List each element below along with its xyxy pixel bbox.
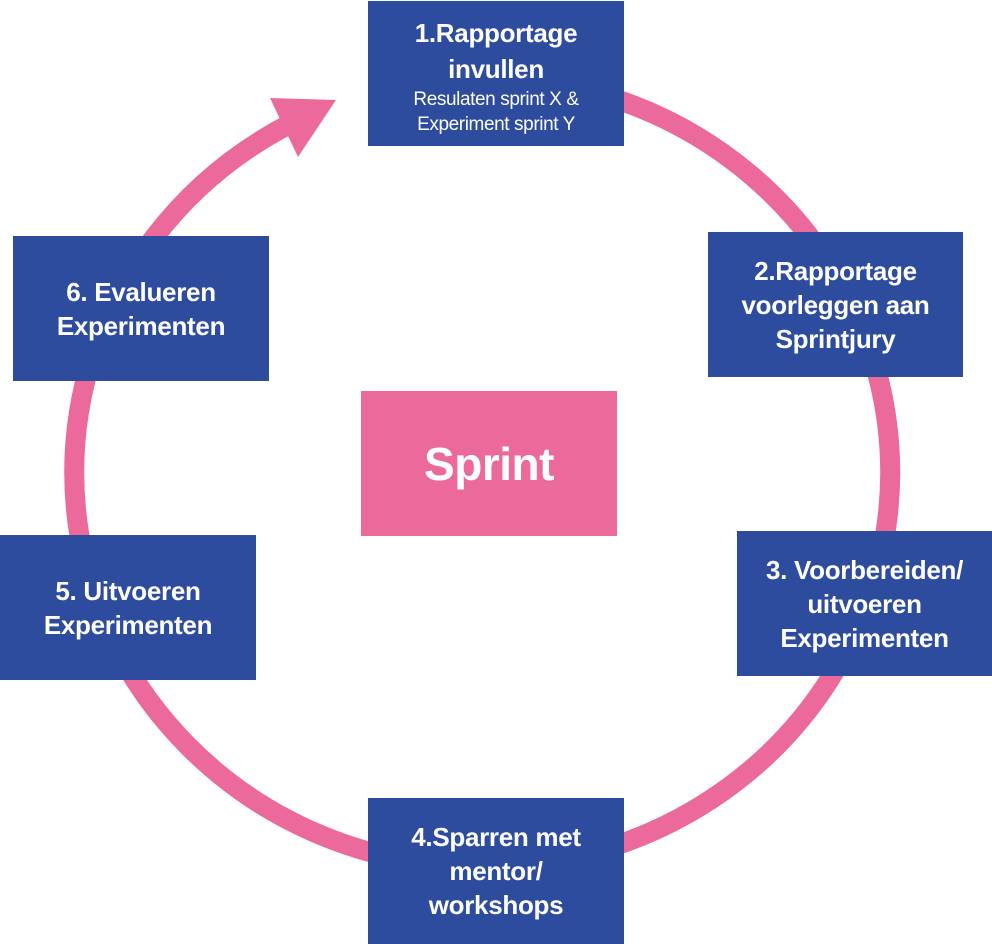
center-sprint-box: Sprint bbox=[361, 391, 617, 536]
step-3-title-line-2: uitvoeren bbox=[807, 588, 922, 619]
cycle-arrowhead-icon bbox=[270, 98, 336, 157]
step-4-title-line-1: 4.Sparren met bbox=[411, 822, 581, 852]
step-2-box: 2.Rapportage voorleggen aan Sprintjury bbox=[708, 232, 963, 377]
step-5-title-line-1: 5. Uitvoeren bbox=[55, 575, 201, 606]
step-6-title-line-1: 6. Evalueren bbox=[66, 276, 216, 307]
step-4-title-line-3: workshops bbox=[428, 890, 564, 920]
step-3-box: 3. Voorbereiden/ uitvoeren Experimenten bbox=[737, 531, 992, 676]
center-sprint-label: Sprint bbox=[424, 437, 554, 490]
step-2-title-line-2: voorleggen aan bbox=[741, 289, 930, 320]
step-4-title-line-2: mentor/ bbox=[449, 856, 543, 886]
step-3-title-line-1: 3. Voorbereiden/ bbox=[766, 554, 963, 585]
step-2-title-line-1: 2.Rapportage bbox=[754, 255, 917, 286]
step-1-subtitle-line-1: Resulaten sprint X & bbox=[413, 88, 579, 110]
step-5-title-line-2: Experimenten bbox=[43, 609, 213, 640]
step-3-title-line-3: Experimenten bbox=[780, 622, 949, 653]
step-1-box: 1.Rapportage invullen Resulaten sprint X… bbox=[368, 1, 624, 146]
step-5-box: 5. Uitvoeren Experimenten bbox=[0, 535, 256, 680]
step-6-box: 6. Evalueren Experimenten bbox=[13, 236, 269, 381]
step-1-subtitle-line-2: Experiment sprint Y bbox=[417, 113, 575, 135]
step-2-title-line-3: Sprintjury bbox=[775, 323, 896, 354]
step-1-title-line-1: 1.Rapportage bbox=[414, 17, 578, 48]
step-6-title-line-2: Experimenten bbox=[56, 310, 226, 341]
step-4-box: 4.Sparren met mentor/ workshops bbox=[368, 798, 624, 944]
step-1-title-line-2: invullen bbox=[448, 53, 544, 84]
